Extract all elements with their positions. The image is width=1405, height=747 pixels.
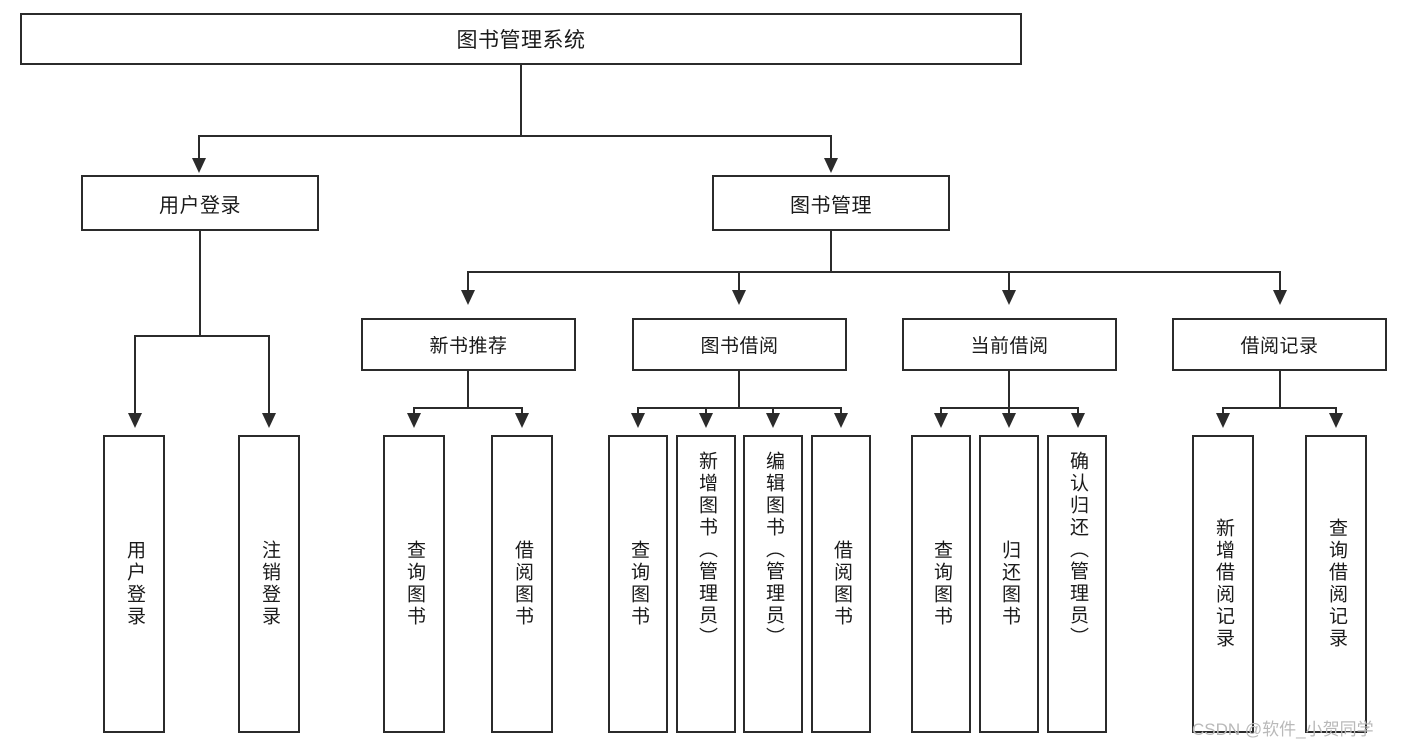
- connector-user-login-stem: [199, 231, 201, 337]
- node-label: 借阅图书: [831, 540, 853, 628]
- leaf-user-login[interactable]: 用户登录: [103, 435, 165, 733]
- connector-borrow-record-drop-1: [1222, 407, 1224, 417]
- connector-current-borrow-stem: [1008, 371, 1010, 409]
- arrow-book-borrow-leaf-3: [766, 413, 780, 428]
- node-label: 编辑图书（管理员）: [763, 451, 785, 649]
- leaf-logout-login[interactable]: 注销登录: [238, 435, 300, 733]
- arrow-book-mgmt-to-borrow: [732, 290, 746, 305]
- arrow-user-login-leaf-1: [128, 413, 142, 428]
- connector-book-borrow-drop-3: [772, 407, 774, 417]
- node-label: 新增图书（管理员）: [696, 451, 718, 649]
- arrow-borrow-record-leaf-2: [1329, 413, 1343, 428]
- connector-book-mgmt-drop-2: [738, 271, 740, 293]
- node-label: 确认归还（管理员）: [1067, 451, 1089, 649]
- connector-book-borrow-stem: [738, 371, 740, 409]
- leaf-query-book-recommend[interactable]: 查询图书: [383, 435, 445, 733]
- leaf-add-book-admin[interactable]: 新增图书（管理员）: [676, 435, 736, 733]
- arrow-root-to-book-mgmt: [824, 158, 838, 173]
- arrow-current-borrow-leaf-1: [934, 413, 948, 428]
- connector-book-borrow-drop-1: [637, 407, 639, 417]
- arrow-current-borrow-leaf-3: [1071, 413, 1085, 428]
- connector-book-mgmt-drop-4: [1279, 271, 1281, 293]
- node-label: 借阅图书: [512, 540, 534, 628]
- connector-new-book-bar: [413, 407, 523, 409]
- connector-user-login-bar: [134, 335, 270, 337]
- connector-borrow-record-bar: [1222, 407, 1337, 409]
- node-borrow-record[interactable]: 借阅记录: [1172, 318, 1387, 371]
- leaf-query-book-current[interactable]: 查询图书: [911, 435, 971, 733]
- node-book-borrow[interactable]: 图书借阅: [632, 318, 847, 371]
- leaf-edit-book-admin[interactable]: 编辑图书（管理员）: [743, 435, 803, 733]
- connector-book-mgmt-bar: [467, 271, 1281, 273]
- node-label: 图书管理: [790, 194, 872, 217]
- node-root-system[interactable]: 图书管理系统: [20, 13, 1022, 65]
- leaf-query-book-borrow[interactable]: 查询图书: [608, 435, 668, 733]
- arrow-book-mgmt-to-current-borrow: [1002, 290, 1016, 305]
- node-label: 图书管理系统: [456, 29, 586, 52]
- leaf-borrow-book-recommend[interactable]: 借阅图书: [491, 435, 553, 733]
- node-label: 借阅记录: [1240, 336, 1319, 357]
- leaf-return-book[interactable]: 归还图书: [979, 435, 1039, 733]
- arrow-current-borrow-leaf-2: [1002, 413, 1016, 428]
- connector-book-mgmt-drop-3: [1008, 271, 1010, 293]
- leaf-confirm-return-admin[interactable]: 确认归还（管理员）: [1047, 435, 1107, 733]
- connector-new-book-drop-2: [521, 407, 523, 417]
- connector-current-borrow-drop-2: [1008, 407, 1010, 417]
- node-label: 新书推荐: [429, 336, 508, 357]
- node-label: 用户登录: [124, 540, 146, 628]
- arrow-borrow-record-leaf-1: [1216, 413, 1230, 428]
- arrow-user-login-leaf-2: [262, 413, 276, 428]
- connector-root-bar: [198, 135, 832, 137]
- arrow-book-mgmt-to-borrow-record: [1273, 290, 1287, 305]
- node-label: 注销登录: [259, 540, 281, 628]
- connector-user-login-drop-2: [268, 335, 270, 417]
- node-label: 查询图书: [628, 540, 650, 628]
- connector-book-borrow-drop-2: [705, 407, 707, 417]
- arrow-root-to-user-login: [192, 158, 206, 173]
- connector-user-login-drop-1: [134, 335, 136, 417]
- node-book-management[interactable]: 图书管理: [712, 175, 950, 231]
- node-label: 用户登录: [159, 194, 241, 217]
- node-label: 新增借阅记录: [1213, 518, 1235, 650]
- leaf-add-borrow-record[interactable]: 新增借阅记录: [1192, 435, 1254, 733]
- node-current-borrow[interactable]: 当前借阅: [902, 318, 1117, 371]
- node-new-book-recommend[interactable]: 新书推荐: [361, 318, 576, 371]
- connector-borrow-record-stem: [1279, 371, 1281, 409]
- arrow-book-borrow-leaf-1: [631, 413, 645, 428]
- connector-borrow-record-drop-2: [1335, 407, 1337, 417]
- node-label: 查询图书: [404, 540, 426, 628]
- leaf-query-borrow-record[interactable]: 查询借阅记录: [1305, 435, 1367, 733]
- csdn-watermark: CSDN @软件_小贺同学: [1192, 720, 1374, 739]
- arrow-book-mgmt-to-new-book: [461, 290, 475, 305]
- connector-current-borrow-drop-3: [1077, 407, 1079, 417]
- node-label: 查询图书: [931, 540, 953, 628]
- connector-book-borrow-bar: [637, 407, 842, 409]
- connector-book-mgmt-drop-1: [467, 271, 469, 293]
- arrow-new-book-leaf-1: [407, 413, 421, 428]
- arrow-book-borrow-leaf-4: [834, 413, 848, 428]
- connector-root-to-user-login: [198, 135, 200, 163]
- connector-book-borrow-drop-4: [840, 407, 842, 417]
- node-label: 归还图书: [999, 540, 1021, 628]
- connector-new-book-stem: [467, 371, 469, 409]
- connector-book-mgmt-stem: [830, 231, 832, 273]
- node-label: 查询借阅记录: [1326, 518, 1348, 650]
- connector-current-borrow-drop-1: [940, 407, 942, 417]
- connector-root-to-book-mgmt: [830, 135, 832, 163]
- node-label: 当前借阅: [970, 336, 1049, 357]
- arrow-new-book-leaf-2: [515, 413, 529, 428]
- leaf-borrow-book[interactable]: 借阅图书: [811, 435, 871, 733]
- arrow-book-borrow-leaf-2: [699, 413, 713, 428]
- connector-root-stem: [520, 65, 522, 137]
- connector-new-book-drop-1: [413, 407, 415, 417]
- node-user-login[interactable]: 用户登录: [81, 175, 319, 231]
- node-label: 图书借阅: [700, 336, 779, 357]
